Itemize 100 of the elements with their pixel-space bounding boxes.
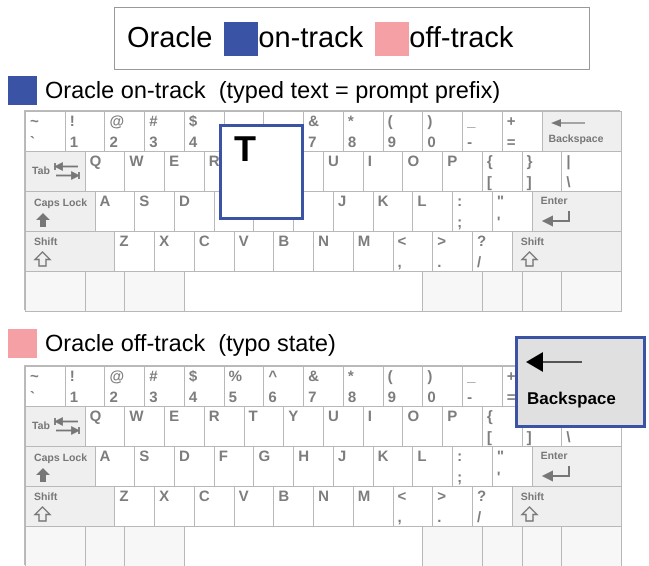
section-heading: Oracle on-track (typed text = prompt prefix) [45,77,500,104]
key-label: $ [188,369,198,384]
key-label: 8 [348,135,356,150]
key-label: 9 [388,135,396,150]
key-label: R [208,409,220,424]
key-label: 9 [388,390,396,405]
key-label: C [198,489,210,504]
key-label: 4 [188,390,198,405]
key-label: V [238,234,249,249]
key-label: X [159,489,170,504]
key-label: " [496,194,504,209]
key-label: + [506,369,516,384]
keyboard-key [25,191,96,232]
key-label: . [437,510,442,525]
key-label: } [526,154,532,169]
key-label: W [129,409,144,424]
key-label: # [149,114,158,129]
keyboard-key [25,406,86,447]
keyboard-key [84,271,126,312]
key-label: Enter [540,451,568,462]
key-label: Tab [32,166,50,176]
key-label: , [398,255,402,270]
key-label: T [234,131,256,167]
key-label: ! [70,369,75,384]
key-label: B [278,234,290,249]
key-label: O [407,409,420,424]
key-label: H [298,449,310,464]
key-label: 4 [188,135,198,150]
key-label: ( [388,369,393,384]
key-label: P [447,409,458,424]
key-label: > [437,489,446,504]
key-label: ~ [30,369,39,384]
key-label: N [318,489,329,504]
keyboard-key [561,526,622,566]
key-label: @ [109,114,124,129]
key-label: " [496,449,504,464]
key-label: P [447,154,458,169]
keyboard-key [482,526,523,566]
key-label: R [208,154,220,169]
key-label: - [467,135,472,150]
key-label: F [218,449,228,464]
legend-title: Oracle [127,22,212,55]
key-label: / [477,255,482,270]
keyboard-key [25,366,66,407]
key-label: & [308,114,319,129]
key-label: ' [496,215,500,230]
keyboard-key [25,111,66,152]
keyboard-key [522,271,562,312]
key-label: Caps Lock [34,453,88,464]
key-label: Enter [540,196,568,206]
keyboard-key [25,231,116,272]
key-label: M [358,489,370,504]
key-label: : [457,194,462,209]
key-label: - [467,390,472,405]
key-label: G [258,449,270,464]
key-label: & [308,369,319,384]
key-label: Shift [520,492,544,502]
key-label: J [338,449,346,464]
key-label: { [486,154,493,169]
key-label: ? [477,234,486,249]
key-label: ~ [30,114,39,129]
key-label: I [368,409,372,424]
key-label: _ [467,114,476,129]
key-label: 2 [109,135,118,150]
key-label: N [318,234,329,249]
key-label: 7 [308,135,316,150]
keyboard-key [512,486,622,527]
keyboard-key [532,446,622,487]
key-label: ; [457,470,462,485]
key-label: < [398,489,406,504]
key-label: # [149,369,158,384]
section-heading: Oracle off-track (typo state) [45,330,336,357]
key-preview-tooltip [515,336,646,428]
key-label: > [437,234,446,249]
key-label: Shift [34,237,58,248]
key-label: \ [566,430,571,445]
key-label: * [348,369,354,384]
keyboard-key [84,526,126,566]
keyboard-key [25,446,96,487]
key-label: 6 [268,390,277,405]
key-label: I [368,154,372,169]
key-label: C [198,234,210,249]
key-label: = [506,135,516,150]
key-label: K [378,449,388,464]
key-label: $ [188,114,198,129]
key-label: ; [457,215,462,230]
key-label: Tab [32,421,50,432]
key-label: L [417,449,427,464]
key-label: B [278,489,290,504]
key-label: ` [30,135,35,150]
key-label: * [348,114,354,129]
key-label: 3 [149,390,158,405]
key-label: Z [119,489,129,504]
key-label: ] [526,430,532,445]
key-label: _ [467,369,476,384]
key-label: ` [30,390,35,405]
key-label: S [139,194,150,209]
key-label: < [398,234,406,249]
key-label: U [328,409,339,424]
key-label: , [398,510,402,525]
